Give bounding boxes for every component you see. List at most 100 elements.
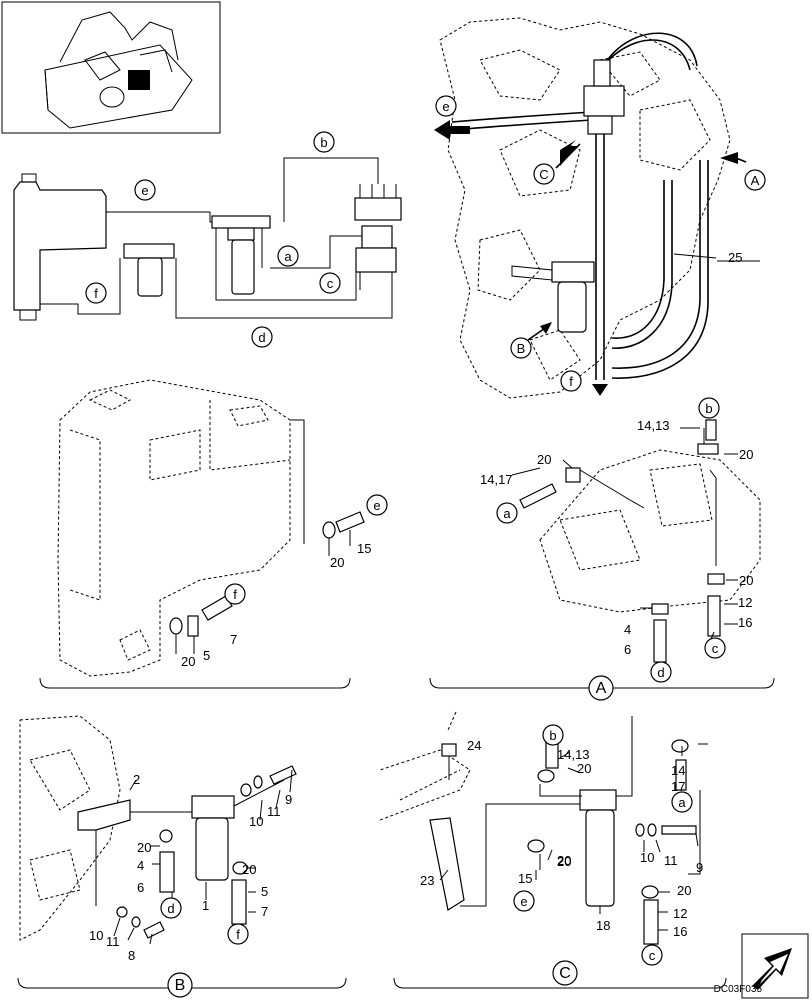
part-number-detail_c: 11 (664, 853, 678, 868)
svg-text:e: e (520, 894, 527, 909)
svg-text:A: A (596, 680, 607, 697)
part-number-detail_b: 4 (137, 858, 144, 873)
part-number-detail_c: 20 (577, 761, 591, 776)
callout-detail_b-f: f (227, 923, 249, 945)
part-number-tank_view: 5 (203, 648, 210, 663)
part-number-detail_c: 14,13 (557, 747, 590, 762)
callout-engine_view-f: f (560, 370, 582, 392)
part-number-detail_b: 10 (249, 814, 263, 829)
part-number-detail_a: 16 (738, 615, 752, 630)
part-number-tank_view: 20 (330, 555, 344, 570)
part-number-detail_b: 11 (106, 934, 120, 949)
svg-text:d: d (167, 901, 174, 916)
part-number-detail_c: 10 (640, 850, 654, 865)
part-number-detail_a: 4 (624, 622, 631, 637)
callout-detail_c-a: a (671, 791, 693, 813)
detail-b-view (17, 715, 347, 989)
part-number-detail_a: 20 (739, 573, 753, 588)
part-number-detail_c: 15 (518, 871, 532, 886)
svg-text:b: b (549, 728, 556, 743)
part-number-detail_a: 20 (739, 447, 753, 462)
fuel-line-schematic (13, 157, 402, 321)
svg-text:B: B (517, 341, 526, 356)
part-number-detail_c: 20 (557, 853, 571, 868)
part-number-engine_view: 25 (728, 250, 742, 265)
front-direction-arrow-icon (741, 933, 809, 999)
part-number-detail_b: 11 (267, 804, 281, 819)
callout-schematic-f: f (85, 282, 107, 304)
tank-isometric-view (39, 379, 365, 689)
part-number-detail_a: 6 (624, 642, 631, 657)
svg-text:B: B (175, 977, 186, 994)
callout-engine_view-A: A (744, 169, 766, 191)
part-number-detail_c: 16 (673, 924, 687, 939)
svg-text:a: a (503, 506, 511, 521)
svg-text:f: f (94, 286, 98, 301)
engine-isometric-view (434, 17, 747, 399)
part-number-detail_b: 8 (128, 948, 135, 963)
part-number-detail_a: 20 (537, 452, 551, 467)
part-number-tank_view: 15 (357, 541, 371, 556)
svg-text:a: a (678, 795, 686, 810)
detail-c-view (379, 711, 727, 989)
svg-text:e: e (373, 498, 380, 513)
part-number-tank_view: 20 (181, 654, 195, 669)
part-number-detail_c: 17 (671, 779, 685, 794)
callout-detail_a-b: b (698, 397, 720, 419)
part-number-detail_a: 14,17 (480, 472, 513, 487)
part-number-detail_b: 5 (261, 884, 268, 899)
part-number-detail_c: 9 (696, 860, 703, 875)
svg-text:c: c (649, 948, 656, 963)
callout-schematic-c: c (319, 272, 341, 294)
callout-detail_c-e: e (513, 890, 535, 912)
svg-text:b: b (320, 135, 327, 150)
svg-text:f: f (569, 374, 573, 389)
svg-text:f: f (236, 927, 240, 942)
svg-text:c: c (712, 641, 719, 656)
callout-schematic-d: d (251, 326, 273, 348)
callout-schematic-a: a (277, 245, 299, 267)
svg-text:b: b (705, 401, 712, 416)
part-number-detail_b: 7 (261, 904, 268, 919)
callout-views-B: B (167, 972, 193, 998)
svg-text:d: d (258, 330, 265, 345)
drawing-code: DC03F035 (714, 984, 763, 995)
svg-text:C: C (539, 167, 548, 182)
callout-detail_a-d: d (650, 661, 672, 683)
svg-text:e: e (141, 183, 148, 198)
svg-text:e: e (442, 99, 449, 114)
part-number-detail_a: 12 (738, 595, 752, 610)
callout-tank_view-e: e (366, 494, 388, 516)
part-number-detail_c: 12 (673, 906, 687, 921)
callout-views-C: C (552, 960, 578, 986)
part-number-tank_view: 7 (230, 632, 237, 647)
part-number-detail_b: 2 (133, 772, 140, 787)
svg-text:a: a (284, 249, 292, 264)
svg-text:c: c (327, 276, 334, 291)
svg-text:A: A (751, 173, 760, 188)
callout-detail_b-d: d (160, 897, 182, 919)
callout-engine_view-e: e (435, 95, 457, 117)
part-number-detail_b: 9 (285, 792, 292, 807)
locator-thumbnail (1, 1, 221, 134)
part-number-detail_c: 20 (557, 854, 571, 869)
callout-schematic-e: e (134, 179, 156, 201)
callout-detail_a-a: a (496, 502, 518, 524)
part-number-detail_b: 6 (137, 880, 144, 895)
svg-text:C: C (559, 965, 571, 982)
svg-text:d: d (657, 665, 664, 680)
part-number-detail_c: 20 (677, 883, 691, 898)
part-number-detail_b: 10 (89, 928, 103, 943)
part-number-detail_b: 20 (242, 862, 256, 877)
svg-text:f: f (233, 587, 237, 602)
callout-detail_c-b: b (542, 724, 564, 746)
part-number-detail_b: 1 (202, 898, 209, 913)
callout-views-A: A (588, 675, 614, 701)
callout-detail_c-c: c (641, 944, 663, 966)
part-number-detail_c: 14 (671, 763, 685, 778)
callout-detail_a-c: c (704, 637, 726, 659)
part-number-detail_a: 14,13 (637, 418, 670, 433)
part-number-detail_b: 20 (137, 840, 151, 855)
